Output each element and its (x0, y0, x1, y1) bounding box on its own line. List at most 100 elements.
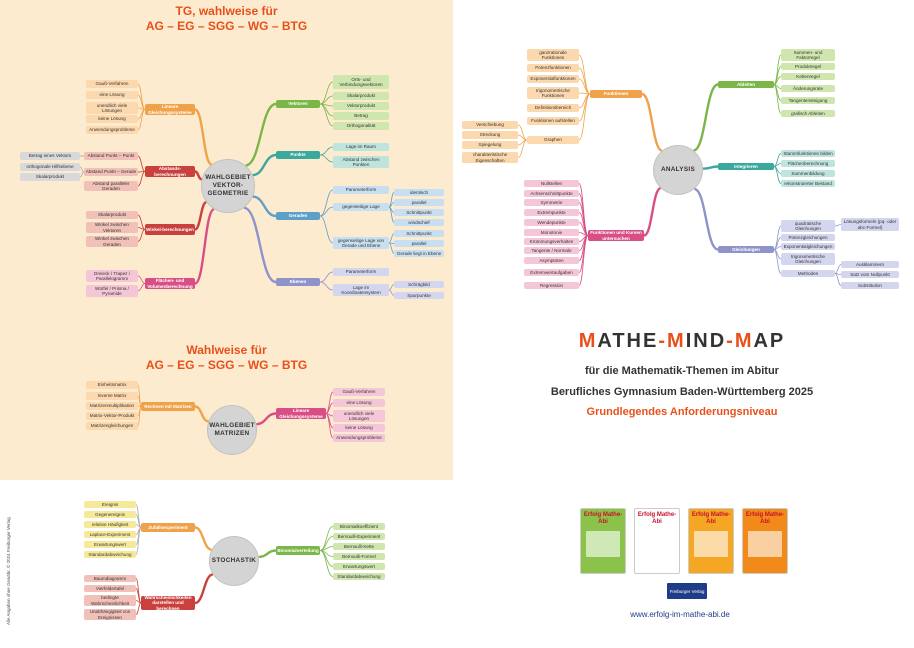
topic-sto_c3_6: Standardabweichung (333, 573, 385, 580)
matrices-title-line1: Wahlweise für (186, 343, 267, 357)
category-ana_c2: Funktionen und Kurven untersuchen (588, 230, 644, 241)
topic-sto_c2_1: Baumdiagramm (84, 575, 136, 582)
connector-ana_c4-ana_c4_2 (773, 163, 782, 167)
matrices-title-line2: AG – EG – SGG – WG – BTG (145, 358, 308, 372)
topic-vg_c7_3b: parallel (394, 240, 444, 247)
category-ana_c1: Funktionen (590, 90, 642, 98)
topic-ana_c4_3: Summenbildung (781, 170, 835, 177)
copyright-note: Alle Angaben ohne Gewähr. © 2024 Freibur… (6, 517, 11, 625)
connector-vg_c1-vg_c1_5 (137, 109, 146, 131)
topic-mat_c2_3: unendlich viele Lösungen (333, 410, 385, 422)
topic-ana_c3_2: Produktregel (781, 63, 835, 70)
category-vg_c5: Vektoren (276, 100, 320, 108)
topic-sto_c1_2: Gegenereignis (84, 511, 136, 518)
topic-mat_c1_2: Inverse Matrix (86, 392, 138, 400)
topic-ana_c3_4: Änderungsrate (781, 85, 835, 92)
connector-vg_c8-vg_c8_2 (319, 281, 334, 291)
topic-ana_c5_5b: Satz vom Nullpunkt (841, 271, 899, 278)
category-ana_c4: Integrieren (718, 163, 774, 170)
topic-vg_c8_2a: Schrägbild (394, 281, 444, 288)
topic-vg_c7_2: gegenseitige Lage (333, 203, 389, 211)
topic-vg_c5_4: Betrag (333, 112, 389, 120)
topic-vg_c7_1: Parameterform (333, 186, 389, 194)
connector-vg_c4-vg_c4_2 (137, 283, 146, 292)
connector-ana_c1_7-ana_c1_7d (517, 139, 528, 158)
topic-ana_c2_9: Asymptoten (524, 257, 579, 264)
topic-ana_c1_7: Graphen (527, 136, 579, 144)
connector-mat_c2-mat_c2_1 (325, 391, 334, 414)
topic-sto_c3_3: Bernoulli-Kette (333, 543, 385, 550)
topic-ana_c5_2: Potenzgleichungen (781, 234, 835, 241)
connector-vg-vg_c6 (252, 153, 277, 177)
connector-ana_c1-ana_c1_3 (578, 78, 591, 95)
topic-vg_c1_2: eine Lösung (86, 91, 138, 99)
website-link[interactable]: www.erfolg-im-mathe-abi.de (630, 610, 730, 619)
topic-vg_c5_2: Skalarprodukt (333, 92, 389, 100)
topic-vg_c5_1: Orts- und Verbindungsvektoren (333, 75, 389, 89)
connector-sto_c3-sto_c3_6 (319, 550, 334, 577)
topic-ana_c1_2: Potenzfunktionen (527, 64, 579, 72)
connector-mat_c2-mat_c2_5 (325, 413, 334, 439)
connector-ana-ana_c1 (641, 92, 663, 152)
connector-vg_c8-vg_c8_1 (319, 271, 334, 283)
connector-vg-vg_c5 (245, 102, 277, 167)
connector-ana-ana_c2 (643, 186, 662, 237)
book-cover-1: Erfolg Mathe-Abi (580, 508, 626, 574)
connector-ana_c2-ana_c2_1 (578, 183, 589, 236)
vector-geometry-title: TG, wahlweise für AG – EG – SGG – WG – B… (0, 4, 453, 34)
connector-sto-sto_c3 (258, 549, 277, 559)
topic-sto_c1_3: relative Häufigkeit (84, 521, 136, 528)
topic-ana_c3_5: Tangentensteigung (781, 97, 835, 104)
topic-vg_c7_2d: windschief (394, 219, 444, 226)
topic-vg_c2_3: Abstand paralleler Geraden (84, 181, 138, 191)
topic-ana_c5_4: trigonometrische Gleichungen (781, 253, 835, 265)
book-cover-2: Erfolg Mathe-Abi (634, 508, 680, 574)
topic-ana_c5_5c: Substitution (841, 282, 899, 289)
book-title-4: Erfolg Mathe-Abi (745, 512, 785, 525)
hub-sto: STOCHASTIK (209, 536, 259, 586)
connector-ana_c4-ana_c4_4 (773, 166, 782, 184)
connector-ana_c5_1-ana_c5_1a (834, 224, 842, 227)
topic-mat_c2_4: keine Lösung (333, 424, 385, 432)
topic-vg_c2_2b: Skalarprodukt (20, 173, 80, 181)
category-vg_c1: Lineare Gleichungssysteme (145, 104, 195, 115)
connector-ana_c5_5-ana_c5_5c (834, 273, 842, 286)
topic-vg_c6_2: Abstand zwischen Punkten (333, 156, 389, 168)
book-illustration-4 (748, 531, 782, 557)
title-word-athe: ATHE (597, 330, 659, 352)
topic-ana_c5_5a: Ausklammern (841, 261, 899, 268)
topic-ana_c2_10: Extremwertaufgaben (524, 269, 579, 276)
connector-vg_c6-vg_c6_1 (319, 146, 334, 156)
topic-vg_c4_2: Würfel / Prisma / Pyramide (86, 285, 138, 297)
topic-ana_c2_7: Krümmungsverhalten (524, 238, 579, 245)
topic-ana_c4_2: Flächenberechnung (781, 160, 835, 167)
topic-ana_c2_3: Symmetrie (524, 199, 579, 206)
topic-vg_c2_1: Abstand Punkt – Punkt (84, 152, 138, 160)
topic-vg_c2_2a: orthogonale Hilfsebene (20, 163, 80, 171)
topic-sto_c3_5: Erwartungswert (333, 563, 385, 570)
connector-vg_c7_2-vg_c7_2d (388, 206, 395, 223)
category-vg_c7: Geraden (276, 212, 320, 220)
connector-vg-vg_c4 (193, 208, 216, 285)
topic-mat_c1_5: Matrizengleichungen (86, 422, 138, 430)
topic-vg_c7_2a: identisch (394, 189, 444, 196)
topic-ana_c4_1: Stammfunktionen bilden (781, 150, 835, 157)
topic-vg_c4_1: Dreieck / Trapez / Parallelogramm (86, 270, 138, 282)
connector-vg_c8_2-vg_c8_2b (388, 289, 395, 296)
topic-vg_c6_1: Lage im Raum (333, 143, 389, 151)
topic-vg_c8_1: Parameterform (333, 268, 389, 276)
book-cover-3: Erfolg Mathe-Abi (688, 508, 734, 574)
vector-geometry-title-line2: AG – EG – SGG – WG – BTG (145, 19, 308, 33)
topic-ana_c1_6: Funktionen aufstellen (527, 117, 579, 125)
connector-ana_c1-ana_c1_7 (578, 93, 591, 141)
topic-ana_c1_1: ganzrationale Funktionen (527, 49, 579, 61)
connector-mat-mat_c2 (256, 412, 277, 426)
category-sto_c3: Binomialverteilung (276, 546, 320, 555)
connector-mat-mat_c1 (194, 405, 209, 423)
vector-geometry-title-line1: TG, wahlweise für (175, 4, 278, 18)
connector-vg-vg_c8 (243, 206, 277, 284)
connector-vg_c7-vg_c7_1 (319, 189, 334, 217)
topic-ana_c2_6: Monotonie (524, 229, 579, 236)
